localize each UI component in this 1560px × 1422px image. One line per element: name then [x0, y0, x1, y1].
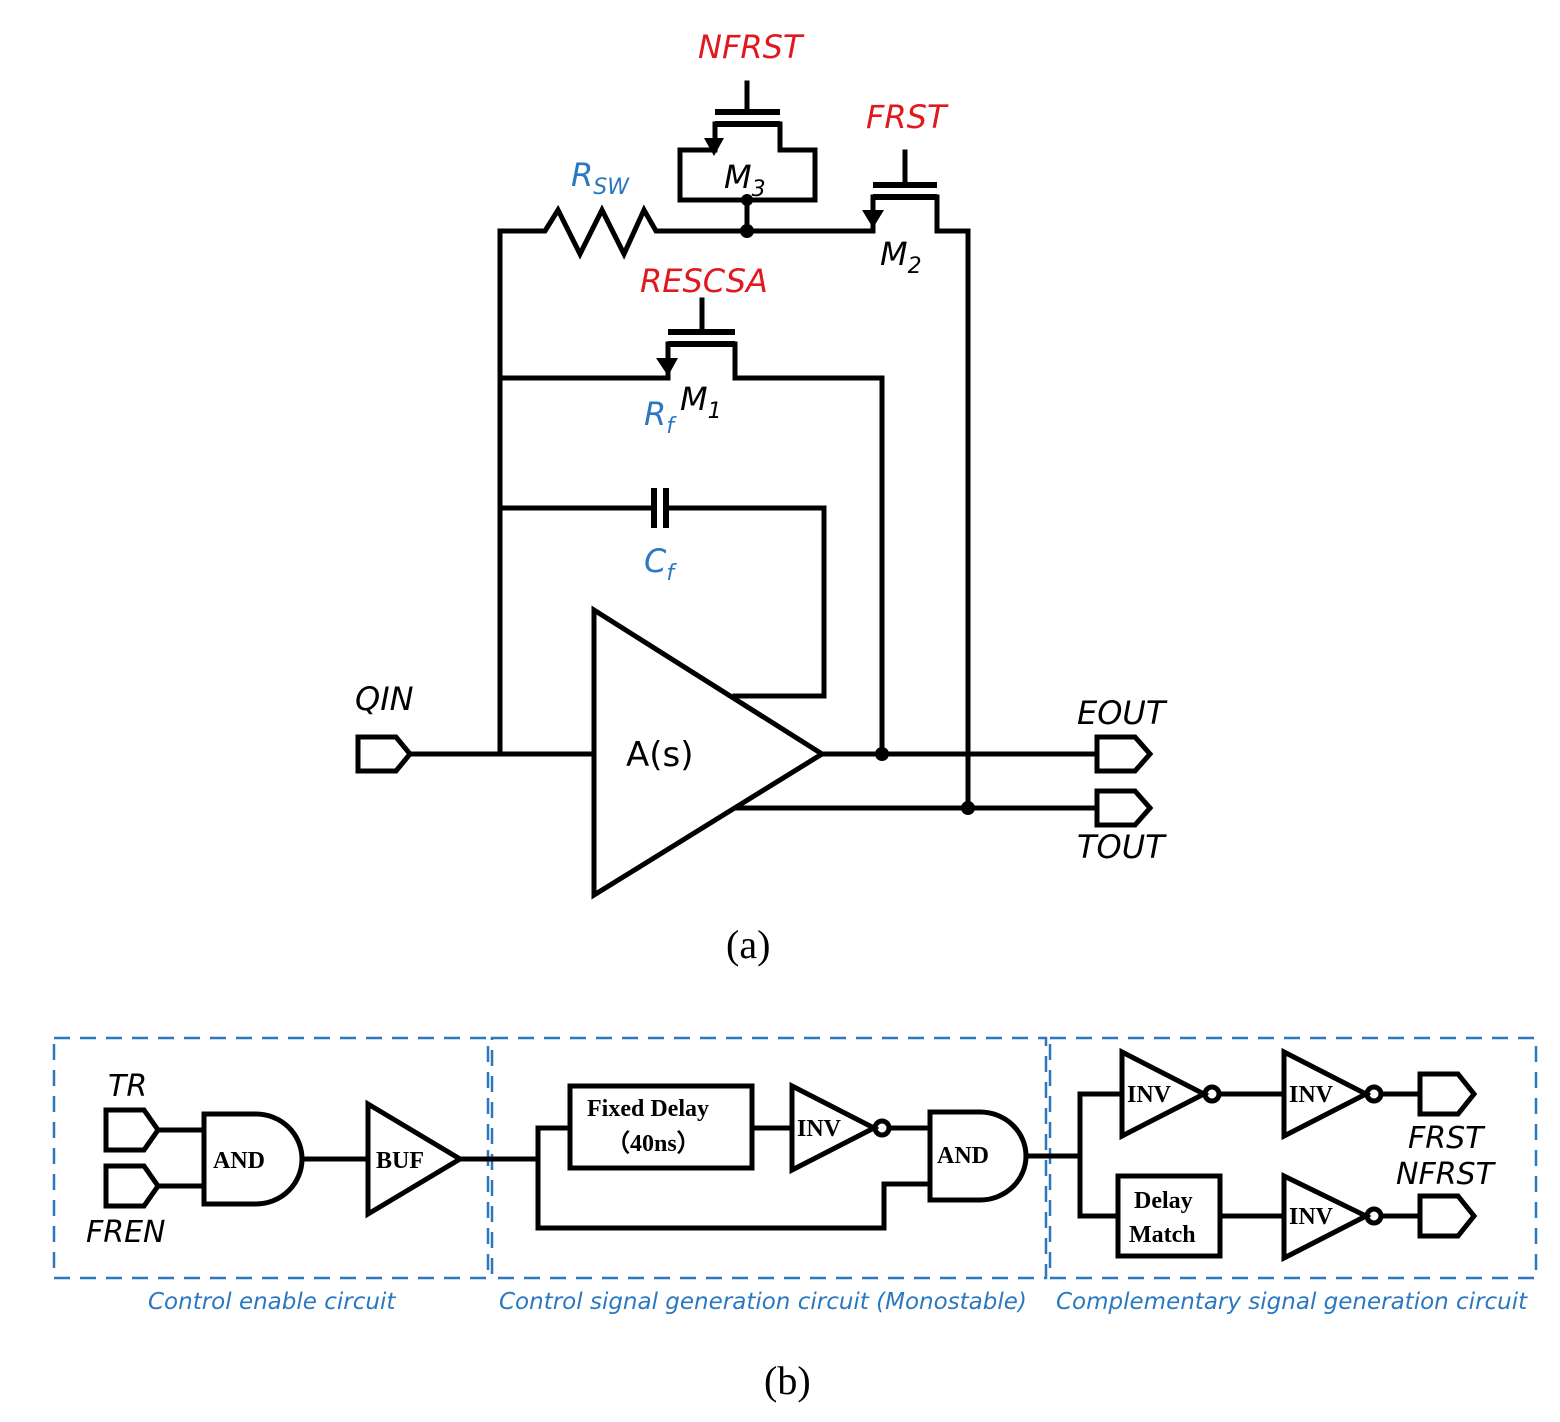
cf-capacitor	[497, 488, 827, 699]
fixed-delay-label: Fixed Delay	[587, 1096, 709, 1122]
tout-label: TOUT	[1077, 828, 1167, 866]
frst-output-label: FRST	[1408, 1121, 1486, 1156]
panel-b-caption: (b)	[764, 1358, 811, 1403]
fren-label: FREN	[86, 1215, 166, 1250]
and-gate-monostable-label: AND	[937, 1143, 989, 1169]
panel-a-caption: (a)	[726, 922, 770, 967]
m3-top-dot	[741, 194, 753, 206]
m3-label: M3	[724, 158, 766, 202]
panel-b: TR FREN AND BUF Fixed Delay （40ns） INV A…	[52, 1036, 1538, 1403]
tout-port	[1094, 788, 1154, 828]
tout-junction-dot	[961, 801, 975, 815]
inv-gate-monostable	[789, 1081, 880, 1175]
amplifier-label: A(s)	[626, 735, 694, 775]
panel-a: NFRST FRST RESCSA	[355, 28, 1168, 967]
and-gate-enable-label: AND	[213, 1148, 265, 1174]
tr-label: TR	[108, 1069, 147, 1104]
inv-gate-top-2	[1281, 1047, 1372, 1141]
nfrst-signal-label: NFRST	[698, 28, 805, 66]
m1-transistor	[497, 297, 885, 757]
nfrst-port	[1417, 1193, 1478, 1239]
qin-label: QIN	[355, 680, 414, 718]
inv-gate-top-2-label: INV	[1289, 1082, 1334, 1108]
m3-junction-dot	[740, 224, 754, 238]
control-enable-caption: Control enable circuit	[148, 1289, 396, 1315]
delay-match-label: Delay	[1134, 1188, 1193, 1214]
qin-port	[355, 734, 597, 774]
control-signal-caption: Control signal generation circuit (Monos…	[499, 1289, 1027, 1315]
delay-match-label-2: Match	[1129, 1222, 1196, 1248]
m2-transistor	[862, 149, 971, 811]
rsw-resistor	[497, 204, 876, 757]
nfrst-output-label: NFRST	[1396, 1157, 1497, 1192]
fren-port	[103, 1163, 162, 1209]
inv-gate-top-1-label: INV	[1127, 1082, 1172, 1108]
m3-transistor	[677, 80, 818, 234]
eout-label: EOUT	[1077, 694, 1168, 732]
eout-junction-dot	[875, 747, 889, 761]
m2-label: M2	[880, 235, 922, 279]
rf-label: Rf	[644, 395, 677, 439]
complementary-caption: Complementary signal generation circuit	[1056, 1289, 1528, 1315]
rescsa-signal-label: RESCSA	[640, 262, 768, 300]
fixed-delay-time-label: （40ns）	[606, 1130, 701, 1157]
and-gate-enable	[201, 1111, 305, 1207]
rsw-label: RSW	[571, 156, 630, 200]
buf-gate-label: BUF	[376, 1148, 424, 1174]
buf-gate	[365, 1099, 465, 1219]
eout-port	[1094, 734, 1154, 774]
frst-signal-label: FRST	[866, 98, 949, 136]
inv-gate-top-1	[1119, 1047, 1210, 1141]
m1-label: M1	[680, 380, 722, 424]
inv-gate-bottom-label: INV	[1289, 1204, 1334, 1230]
frst-port	[1417, 1071, 1478, 1117]
tr-port	[103, 1107, 162, 1153]
amplifier: A(s)	[591, 605, 1098, 900]
cf-label: Cf	[644, 542, 677, 586]
inv-gate-monostable-label: INV	[797, 1116, 842, 1142]
inv-gate-bottom	[1281, 1171, 1372, 1263]
and-gate-monostable	[927, 1109, 1029, 1203]
